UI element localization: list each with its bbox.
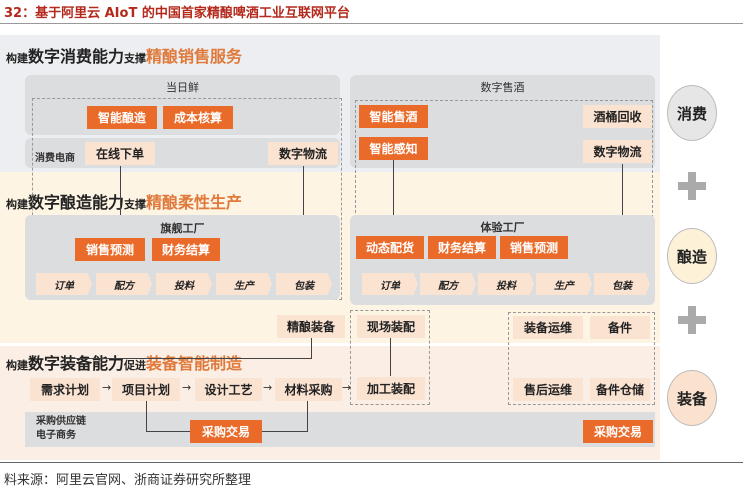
side-consume: 消费 <box>667 85 717 141</box>
side-equip: 装备 <box>667 370 717 426</box>
box-dynamic-allocation: 动态配货 <box>356 236 424 259</box>
box-logistics: 数字物流 <box>268 142 338 165</box>
connector <box>390 338 391 376</box>
connector <box>307 401 308 432</box>
step-feeding: 投料 <box>156 273 212 295</box>
panel-label: 旗舰工厂 <box>160 222 205 235</box>
connector <box>146 431 190 432</box>
arrow-right-icon: → <box>102 381 112 394</box>
figure-title: 32：基于阿里云 AIoT 的中国首家精酿啤酒工业互联网平台 <box>4 6 350 21</box>
box-sales-forecast: 销售预测 <box>500 236 568 259</box>
step-recipe: 配方 <box>420 273 476 295</box>
connector <box>65 358 312 359</box>
side-brew: 酿造 <box>667 228 717 284</box>
box-maintenance: 装备运维 <box>513 316 583 339</box>
box-smart-sales: 智能售酒 <box>359 105 428 128</box>
connector <box>311 338 312 358</box>
panel-label: 当日鲜 <box>166 81 199 94</box>
step-feeding: 投料 <box>478 273 534 295</box>
box-keg-recycle: 酒桶回收 <box>583 105 652 128</box>
step-order: 订单 <box>362 273 418 295</box>
step-production: 生产 <box>216 273 272 295</box>
box-parts-warehouse: 备件仓储 <box>590 378 650 401</box>
connector <box>393 160 394 236</box>
divider <box>0 23 743 24</box>
flow-material-purchase: 材料采购 <box>275 378 342 401</box>
box-after-sales: 售后运维 <box>513 378 583 401</box>
box-smart-sensing: 智能感知 <box>359 137 428 160</box>
band-title-consume: 构建数字消费能力支撑精酿销售服务 <box>6 47 243 66</box>
panel-label: 数字售酒 <box>480 81 525 94</box>
arrow-right-icon: → <box>182 381 192 394</box>
box-order-online: 在线下单 <box>85 142 155 165</box>
box-craft-equipment: 精酿装备 <box>277 315 345 338</box>
box-logistics-right: 数字物流 <box>583 140 652 163</box>
connector <box>262 431 308 432</box>
box-procurement-right: 采购交易 <box>583 420 653 443</box>
box-procurement: 采购交易 <box>190 420 262 443</box>
box-sales-forecast: 销售预测 <box>75 238 145 261</box>
arrow-right-icon: → <box>342 381 352 394</box>
box-onsite-assembly: 现场装配 <box>357 315 425 338</box>
box-spare-parts: 备件 <box>590 316 650 339</box>
plus-icon <box>678 172 706 200</box>
box-finance: 财务结算 <box>428 236 496 259</box>
label-supply-chain: 采购供应链电子商务 <box>36 416 86 441</box>
source-note: 料来源：阿里云官网、浙商证券研究所整理 <box>4 473 252 488</box>
label-ecommerce: 消费电商 <box>35 153 75 164</box>
dashed-region <box>350 310 430 405</box>
step-recipe: 配方 <box>96 273 152 295</box>
step-packaging: 包装 <box>276 273 332 295</box>
band-title-brew: 构建数字酿造能力支撑精酿柔性生产 <box>6 193 243 212</box>
box-smart-brewing: 智能酿造 <box>87 106 157 129</box>
panel-label: 体验工厂 <box>480 221 525 234</box>
plus-icon <box>678 306 706 334</box>
flow-design: 设计工艺 <box>195 378 262 401</box>
box-cost-accounting: 成本核算 <box>163 106 233 129</box>
flow-assembly: 加工装配 <box>357 377 425 400</box>
supply-chain-strip <box>25 412 655 447</box>
step-order: 订单 <box>36 273 92 295</box>
flow-project-plan: 项目计划 <box>112 378 180 401</box>
band-title-equip: 构建数字装备能力促进装备智能制造 <box>6 354 243 373</box>
flow-demand-plan: 需求计划 <box>30 378 100 401</box>
step-production: 生产 <box>536 273 592 295</box>
step-packaging: 包装 <box>594 273 650 295</box>
divider <box>0 462 743 463</box>
arrow-right-icon: → <box>263 381 273 394</box>
connector <box>146 401 147 432</box>
box-finance: 财务结算 <box>152 238 220 261</box>
dashed-region <box>508 312 655 405</box>
